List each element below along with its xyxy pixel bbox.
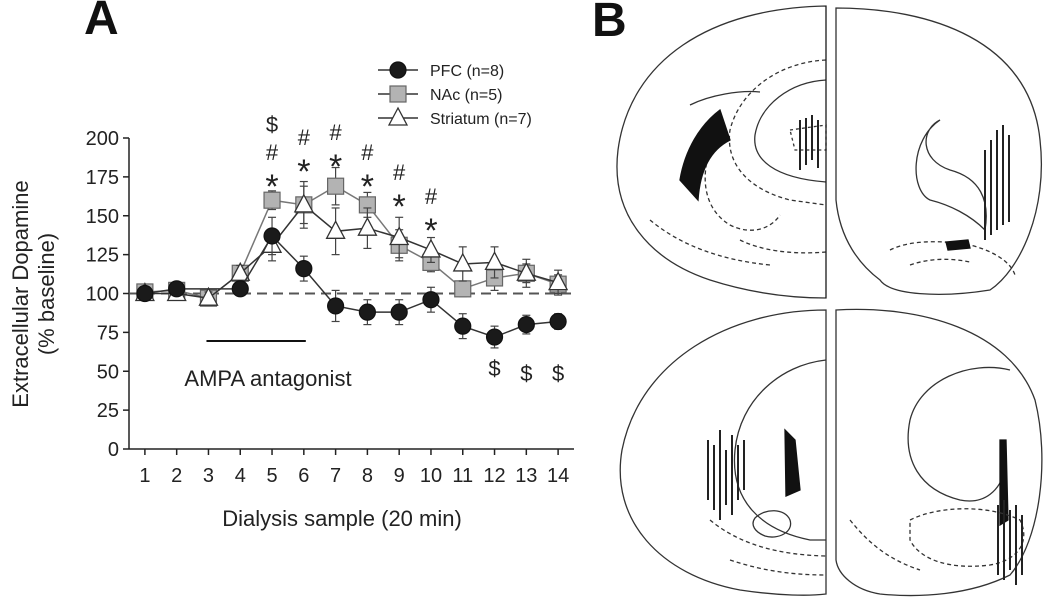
annotation-layer: $ # * # * # * # * # * # * $ $ $: [265, 112, 564, 386]
significance-marker: #: [298, 125, 311, 150]
data-point: [548, 271, 569, 291]
data-point: [420, 238, 442, 258]
x-axis-label: Dialysis sample (20 min): [222, 506, 462, 531]
significance-marker: #: [425, 184, 438, 209]
brain-section-bottom-right: [835, 308, 1043, 597]
x-tick-label: 5: [266, 465, 277, 487]
x-tick-label: 9: [394, 465, 405, 487]
significance-marker: *: [361, 168, 374, 206]
y-tick-label: 25: [97, 400, 119, 422]
data-point: [136, 284, 154, 303]
x-tick-label: 3: [203, 465, 214, 487]
series-triangle: [134, 180, 569, 306]
y-tick-label: 75: [97, 322, 119, 344]
x-tick-label: 14: [547, 465, 569, 487]
legend-label: Striatum (n=7): [430, 111, 532, 128]
y-axis-label-line1: Extracellular Dopamine: [8, 180, 33, 407]
y-tick-label: 100: [86, 284, 119, 306]
y-tick-label: 125: [86, 245, 119, 267]
legend-label: PFC (n=8): [430, 63, 504, 80]
x-tick-label: 1: [139, 465, 150, 487]
series-layer: [134, 166, 569, 349]
x-tick-label: 7: [330, 465, 341, 487]
data-point: [452, 252, 473, 272]
data-point: [549, 312, 567, 331]
data-point: [263, 191, 281, 209]
y-tick-label: 150: [86, 206, 119, 228]
x-tick-label: 2: [171, 465, 182, 487]
data-point: [454, 280, 472, 298]
significance-marker: *: [265, 168, 278, 206]
x-tick-label: 13: [515, 465, 537, 487]
data-point: [516, 261, 537, 281]
y-tick-label: 0: [108, 439, 119, 461]
y-tick-label: 50: [97, 361, 119, 383]
x-tick-label: 11: [452, 465, 473, 487]
x-tick-label: 8: [362, 465, 373, 487]
x-tick-label: 6: [298, 465, 309, 487]
significance-marker: #: [329, 120, 342, 145]
significance-marker: *: [393, 188, 406, 226]
data-point: [325, 219, 346, 239]
data-point: [517, 316, 535, 334]
legend-marker: [389, 61, 407, 79]
x-tick-label: 4: [235, 465, 246, 487]
significance-marker: $: [488, 356, 500, 381]
data-point: [390, 303, 408, 321]
data-point: [389, 226, 410, 246]
legend-marker: [389, 85, 407, 103]
treatment-label: AMPA antagonist: [184, 366, 351, 391]
data-point: [293, 193, 314, 213]
data-point: [295, 260, 313, 278]
legend-marker: [387, 106, 409, 126]
data-point: [454, 317, 472, 335]
series-square: [136, 166, 567, 307]
data-point: [484, 251, 505, 271]
significance-marker: $: [520, 361, 532, 386]
series-circle: [136, 216, 567, 349]
data-point: [198, 286, 219, 306]
data-point: [485, 328, 504, 346]
data-point: [231, 280, 249, 298]
x-tick-label: 10: [420, 465, 442, 487]
data-point: [357, 216, 378, 236]
y-tick-label: 200: [86, 128, 119, 150]
data-point: [168, 280, 186, 298]
panel-label-b: B: [592, 0, 627, 47]
data-point: [358, 303, 376, 321]
brain-section-top-left: [616, 5, 827, 299]
significance-marker: *: [329, 148, 342, 186]
data-point: [327, 177, 345, 195]
y-tick-label: 175: [86, 167, 119, 189]
data-point: [263, 227, 281, 245]
data-point: [422, 291, 440, 309]
panel-label-a: A: [84, 0, 119, 45]
significance-marker: *: [297, 153, 310, 191]
significance-marker: #: [393, 160, 406, 185]
significance-marker: *: [424, 212, 437, 250]
data-point: [327, 297, 345, 315]
legend: PFC (n=8) NAc (n=5) Striatum (n=7): [378, 61, 532, 128]
significance-marker: $: [552, 361, 564, 386]
significance-marker: #: [266, 140, 279, 165]
brain-section-bottom-left: [619, 309, 827, 596]
y-axis-label-line2: (% baseline): [34, 233, 59, 355]
significance-marker: #: [361, 140, 374, 165]
x-tick-label: 12: [483, 465, 505, 487]
brain-sections: B: [592, 0, 1043, 597]
brain-section-top-right: [835, 7, 1042, 295]
significance-marker: $: [266, 112, 278, 137]
legend-label: NAc (n=5): [430, 87, 502, 104]
